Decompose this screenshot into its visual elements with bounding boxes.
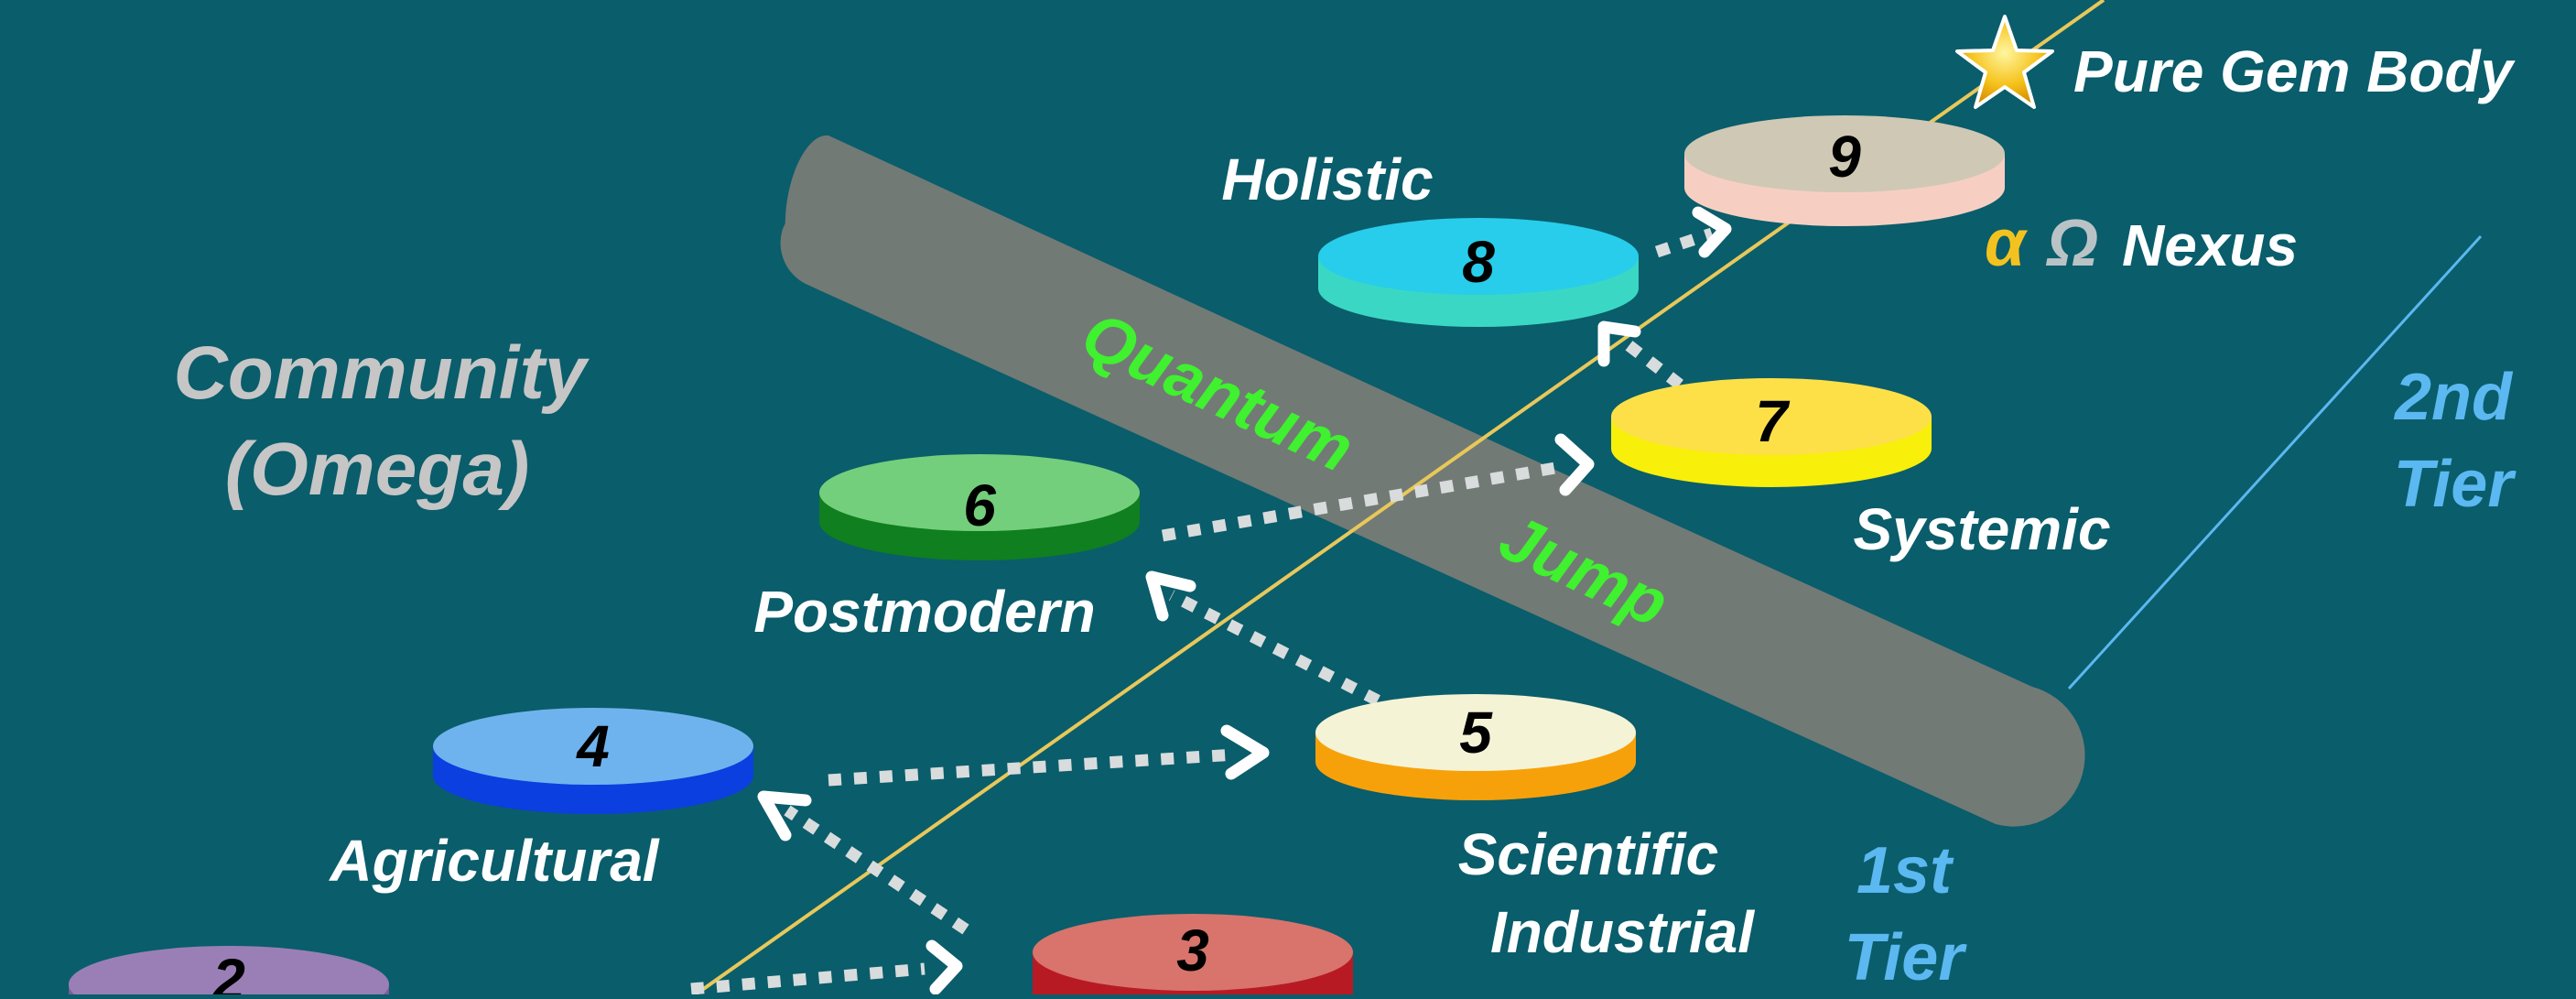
stage-disc-6: 6 — [819, 454, 1140, 560]
first-tier-line2: Tier — [1845, 921, 1968, 994]
stage-disc-8: 8 — [1318, 218, 1639, 327]
nexus-label: Nexus — [2122, 212, 2298, 278]
arrow-6-to-7 — [1161, 461, 1563, 542]
arrow-head-5 — [1220, 724, 1270, 780]
stage-disc-5: 5 — [1315, 694, 1636, 800]
disc-top — [1684, 115, 2005, 192]
stage-number: 8 — [1462, 229, 1495, 295]
second-tier-line2: Tier — [2394, 448, 2517, 521]
arrow-head-8 — [1597, 320, 1641, 367]
disc-top — [819, 454, 1140, 531]
arrow-head-4 — [757, 790, 812, 842]
arrow-8-to-9 — [1654, 227, 1715, 258]
stage-disc-9: 9 — [1684, 115, 2005, 226]
label-scientific: Scientific — [1458, 821, 1719, 887]
disc-top — [69, 946, 389, 999]
tier-divider — [2067, 234, 2483, 690]
second-tier-line1: 2nd — [2393, 361, 2514, 434]
omega-label: (Omega) — [225, 428, 530, 511]
stage-number: 5 — [1459, 700, 1493, 766]
label-postmodern: Postmodern — [753, 579, 1095, 645]
arrow-5-to-6 — [1169, 590, 1380, 706]
arrow-7-to-8 — [1617, 333, 1683, 390]
dotted-arrows — [690, 227, 1715, 995]
first-tier-line1: 1st — [1856, 834, 1954, 907]
stage-number: 7 — [1755, 388, 1791, 454]
label-systemic: Systemic — [1853, 496, 2110, 562]
disc-top — [1315, 694, 1636, 771]
arrow-4-to-5 — [828, 748, 1237, 787]
omega-symbol: Ω — [2045, 207, 2098, 280]
star-icon — [1955, 15, 2054, 109]
arrow-3-to-4 — [784, 805, 969, 935]
disc-top — [1611, 378, 1932, 455]
arrow-heads — [757, 206, 1732, 995]
stage-disc-3: 3 — [1033, 914, 1353, 999]
arrow-head-6 — [1145, 570, 1196, 622]
stage-number: 6 — [963, 472, 996, 538]
stage-number: 3 — [1176, 918, 1209, 983]
stage-number: 2 — [211, 947, 245, 994]
arrow-head-9 — [1692, 206, 1732, 258]
stage-number: 9 — [1828, 124, 1861, 190]
pure-gem-body-label: Pure Gem Body — [2073, 38, 2516, 104]
community-label: Community — [174, 331, 590, 415]
disc-top — [433, 708, 753, 785]
alpha-symbol: α — [1985, 207, 2029, 280]
stage-disc-4: 4 — [433, 708, 753, 814]
quantum-jump-band — [780, 135, 2085, 827]
stage-number: 4 — [575, 713, 610, 779]
stage-disc-2: 2 — [69, 946, 389, 999]
label-agricultural: Agricultural — [328, 828, 659, 894]
arrow-head-7 — [1554, 433, 1595, 496]
label-holistic: Holistic — [1221, 147, 1433, 212]
arrow-head-3 — [925, 939, 963, 995]
label-industrial: Industrial — [1490, 899, 1755, 965]
disc-top — [1033, 914, 1353, 991]
stage-disc-7: 7 — [1611, 378, 1932, 487]
disc-top — [1318, 218, 1639, 295]
